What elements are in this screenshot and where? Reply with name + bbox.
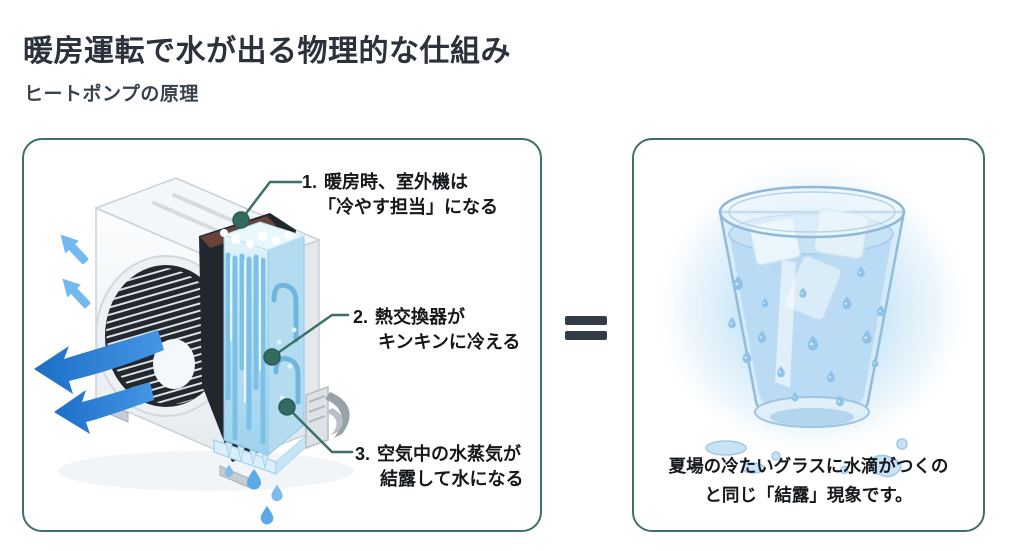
page-title: 暖房運転で水が出る物理的な仕組み [23,35,511,68]
side-valve-box [305,385,350,450]
annotation-leaders [239,180,354,454]
glass-panel: 夏場の冷たいグラスに水滴がつくの と同じ「結露」現象です。 [632,138,985,532]
glass-caption: 夏場の冷たいグラスに水滴がつくの と同じ「結露」現象です。 [634,452,983,510]
water-drops [224,464,283,525]
annotation-1-number: 1. [302,172,318,192]
outdoor-unit-panel: 1.暖房時、室外機は 「冷やす担当」になる 2.熱交換器が キンキンに冷える 3… [22,138,542,532]
annotation-1-line2: 「冷やす担当」になる [318,197,498,217]
annotation-3: 3.空気中の水蒸気が 結露して水になる [355,442,523,492]
iced-glass-illustration [650,153,974,478]
annotation-2-number: 2. [353,307,369,327]
annotation-2-line1: 2.熱交換器が [353,307,466,327]
annotation-1: 1.暖房時、室外機は 「冷やす担当」になる [302,170,498,220]
frosted-heat-exchanger [213,221,309,476]
page-subtitle: ヒートポンプの原理 [24,84,199,105]
annotation-3-line1: 3.空気中の水蒸気が [355,444,522,464]
annotation-dots [232,211,296,416]
glass [718,185,906,428]
ground-shadow [58,451,354,491]
glass-caption-line2: と同じ「結露」現象です。 [704,485,913,505]
equals-icon [565,316,607,340]
fan-hub [153,339,195,389]
annotation-3-line2: 結露して水になる [380,469,524,489]
annotation-2: 2.熱交換器が キンキンに冷える [353,305,520,355]
outdoor-unit-illustration [34,177,354,525]
annotation-1-line1: 1.暖房時、室外機は [302,172,469,192]
puddles [705,438,908,478]
cold-air-arrows [34,234,164,434]
glass-caption-line1: 夏場の冷たいグラスに水滴がつくの [668,456,949,476]
annotation-2-line2: キンキンに冷える [378,332,521,352]
annotation-3-number: 3. [355,444,371,464]
glass-rim [718,185,906,239]
